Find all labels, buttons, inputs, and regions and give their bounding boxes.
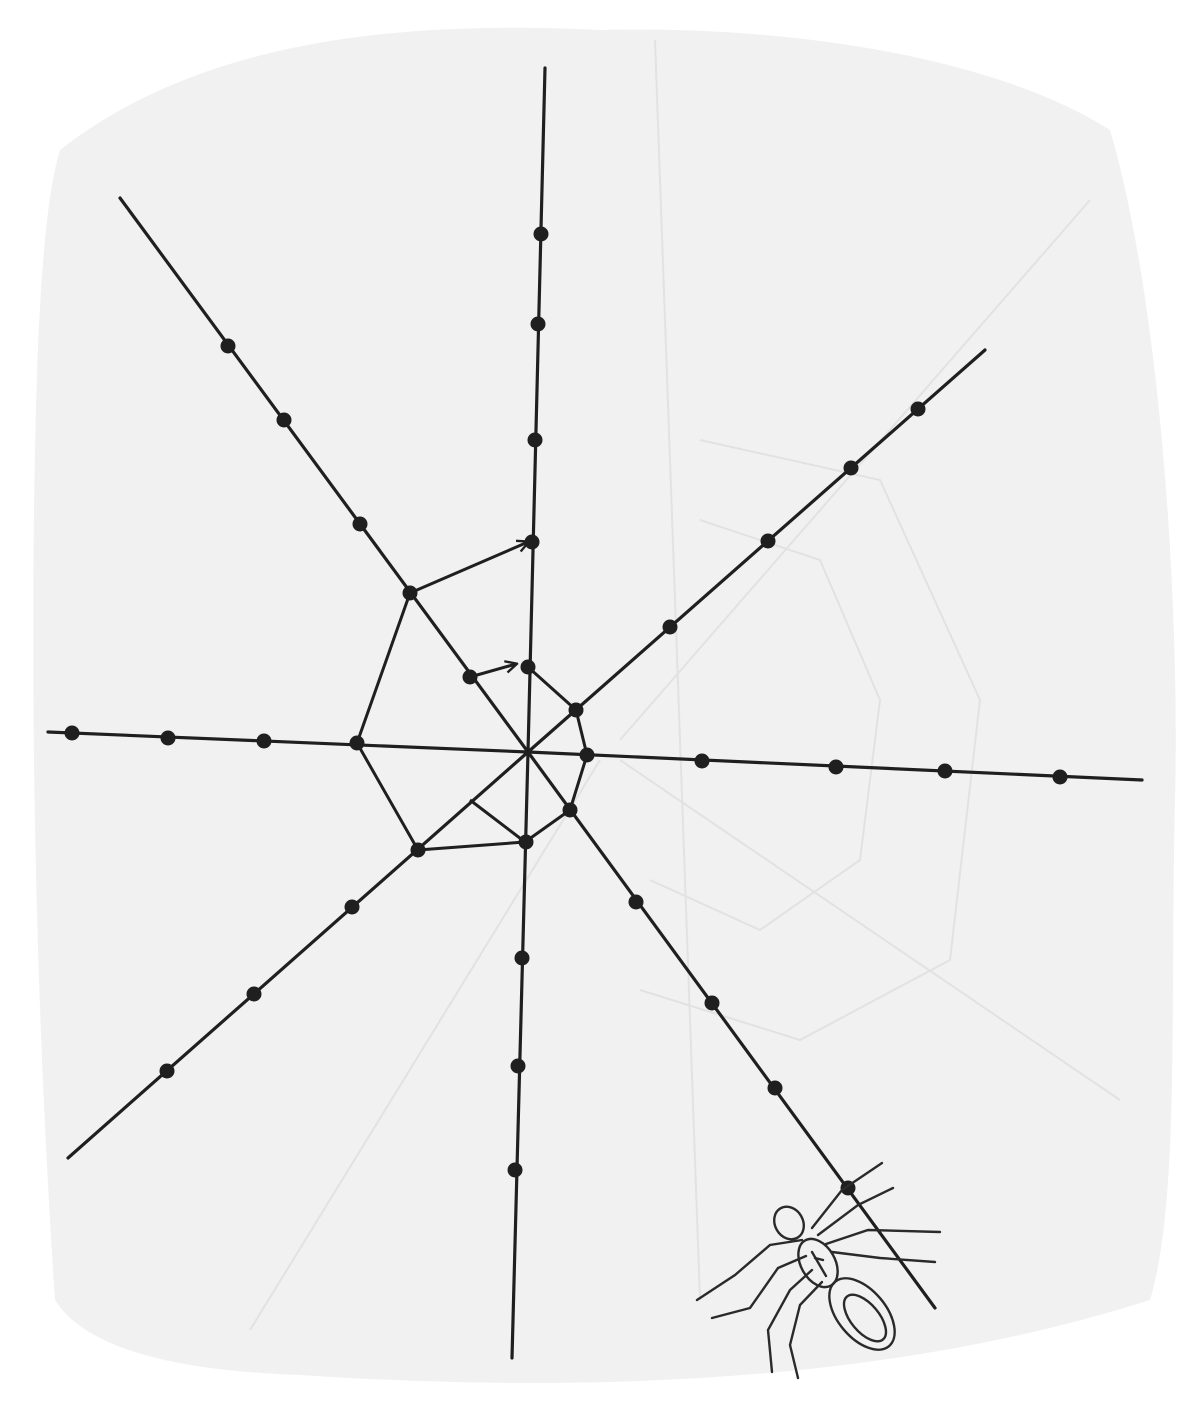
web-bead: [345, 900, 360, 915]
web-bead: [761, 534, 776, 549]
web-bead: [277, 413, 292, 428]
web-bead: [1053, 770, 1068, 785]
web-bead: [257, 734, 272, 749]
web-bead: [844, 461, 859, 476]
web-bead: [519, 835, 534, 850]
web-bead: [247, 987, 262, 1002]
paper-background: [33, 28, 1176, 1383]
web-bead: [563, 803, 578, 818]
web-bead: [531, 317, 546, 332]
web-bead: [629, 895, 644, 910]
web-bead: [525, 535, 540, 550]
web-bead: [221, 339, 236, 354]
web-bead: [65, 726, 80, 741]
web-bead: [829, 760, 844, 775]
web-bead: [350, 736, 365, 751]
web-bead: [534, 227, 549, 242]
web-bead: [411, 843, 426, 858]
web-bead: [463, 670, 478, 685]
web-bead: [569, 703, 584, 718]
web-bead: [508, 1163, 523, 1178]
web-bead: [663, 620, 678, 635]
web-bead: [353, 517, 368, 532]
web-bead: [705, 996, 720, 1011]
web-bead: [160, 1064, 175, 1079]
web-bead: [695, 754, 710, 769]
web-bead: [515, 951, 530, 966]
web-bead: [911, 402, 926, 417]
web-bead: [938, 764, 953, 779]
web-bead: [580, 748, 595, 763]
web-bead: [768, 1081, 783, 1096]
web-bead: [528, 433, 543, 448]
web-bead: [161, 731, 176, 746]
web-bead: [403, 586, 418, 601]
web-bead: [511, 1059, 526, 1074]
web-bead: [521, 660, 536, 675]
